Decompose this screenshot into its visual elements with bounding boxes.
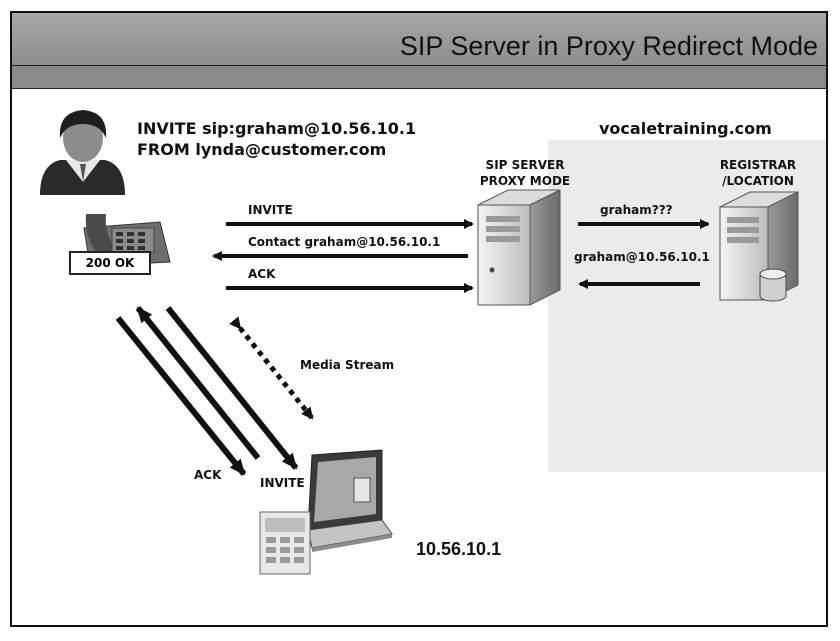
user-icon — [40, 110, 125, 195]
domain-label: vocaletraining.com — [599, 119, 772, 138]
registrar-server-icon — [719, 191, 799, 302]
sip-server-icon — [477, 189, 561, 306]
invite-to-laptop-arrow — [165, 306, 299, 470]
reply-label: graham@10.56.10.1 — [574, 250, 710, 264]
laptop-ack-label: ACK — [194, 468, 222, 482]
ack-to-laptop-arrow — [115, 316, 247, 476]
sip-server-label-1: SIP SERVER — [485, 158, 565, 172]
slide-frame: SIP Server in Proxy Redirect Mode — [10, 11, 828, 627]
invite-from-laptop-arrow — [135, 306, 261, 460]
ok-response-box: 200 OK — [69, 251, 151, 275]
laptop-softphone-icon — [259, 449, 393, 575]
ack-label: ACK — [248, 267, 276, 281]
title-bar: SIP Server in Proxy Redirect Mode — [12, 13, 826, 65]
registrar-label-2: /LOCATION — [722, 174, 794, 188]
invite-request-line: INVITE sip:graham@10.56.10.1 — [137, 119, 417, 138]
laptop-ip-label: 10.56.10.1 — [416, 539, 502, 559]
title-underbar — [12, 65, 826, 89]
laptop-invite-label: INVITE — [260, 476, 305, 490]
slide-title: SIP Server in Proxy Redirect Mode — [399, 31, 818, 61]
contact-label: Contact graham@10.56.10.1 — [248, 235, 441, 249]
media-stream-arrow — [229, 316, 314, 420]
registrar-label-1: REGISTRAR — [719, 158, 797, 172]
from-line: FROM lynda@customer.com — [137, 140, 387, 159]
query-label: graham??? — [600, 203, 673, 217]
media-stream-label: Media Stream — [300, 358, 395, 372]
sip-server-label-2: PROXY MODE — [479, 174, 571, 188]
invite-label: INVITE — [248, 203, 293, 217]
